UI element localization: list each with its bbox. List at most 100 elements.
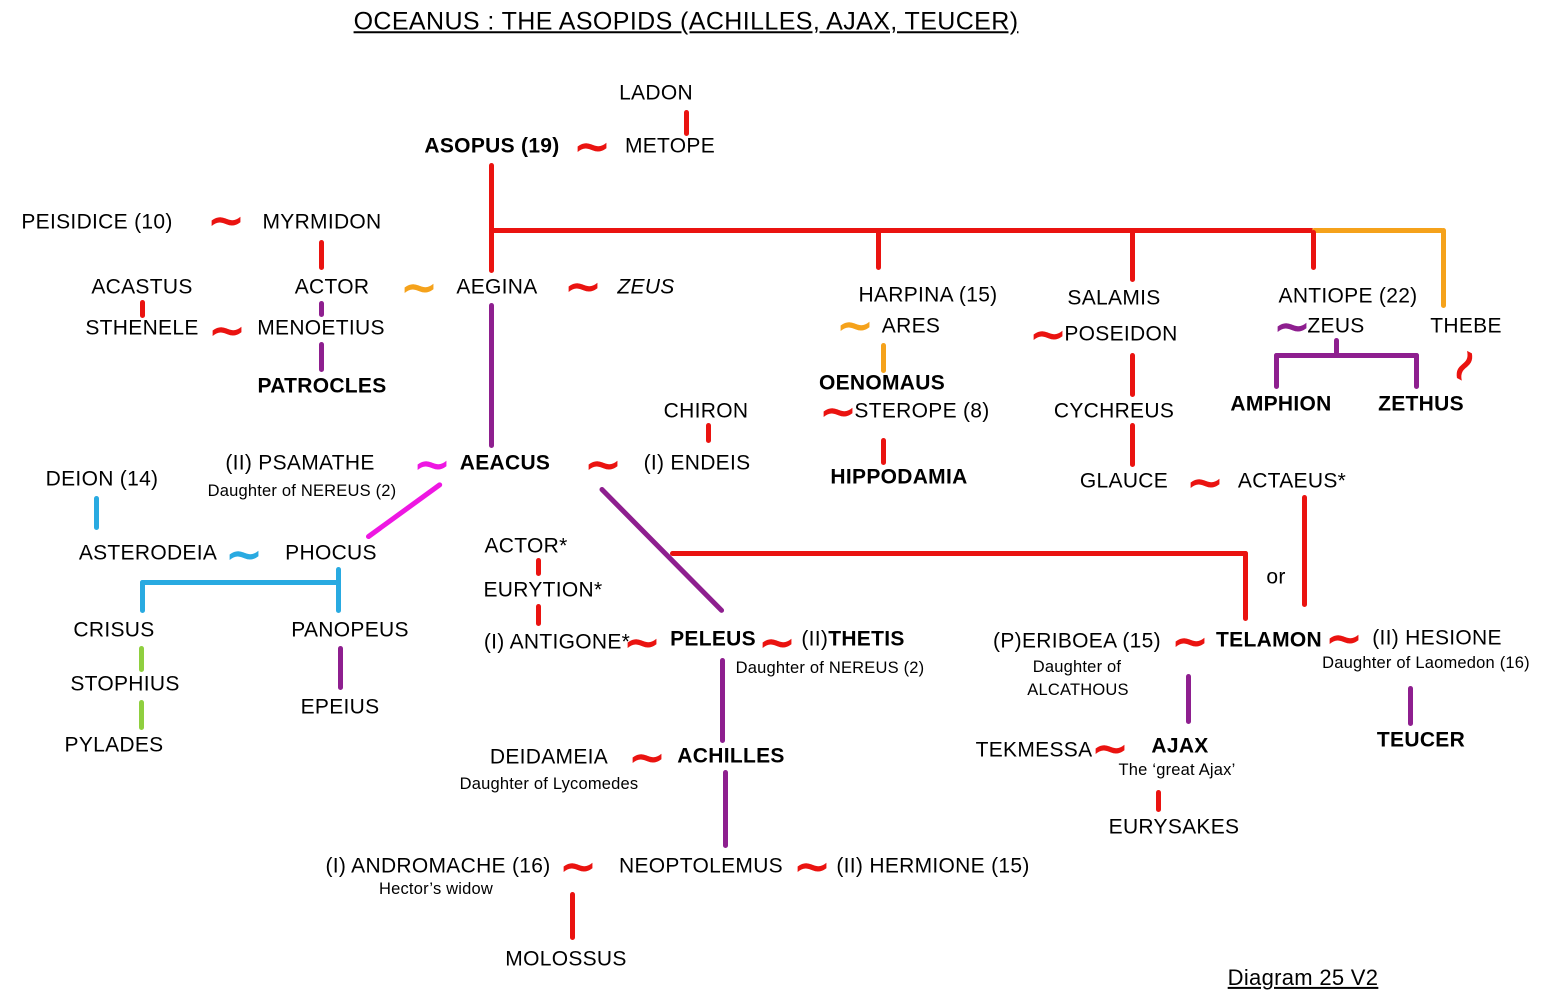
- person-glauce: GLAUCE: [1079, 469, 1169, 493]
- person-eurytion: EURYTION*: [483, 578, 603, 602]
- line-actor-menoetius: [319, 301, 324, 317]
- person-stophius: STOPHIUS: [70, 672, 180, 696]
- person-menoetius: MENOETIUS: [257, 316, 385, 340]
- person-salamis: SALAMIS: [1067, 286, 1161, 310]
- person-ladon: LADON: [619, 81, 693, 105]
- person-peleus: PELEUS: [670, 627, 756, 651]
- line-ares-oenomaus: [881, 343, 886, 373]
- person-andromache: (I) ANDROMACHE (16): [325, 854, 551, 878]
- line-panopeus-epeius: [338, 646, 343, 690]
- line-thebe-drop: [1441, 228, 1446, 308]
- line-acastus-sthenele: [140, 300, 145, 318]
- person-ajax: AJAX: [1151, 734, 1209, 758]
- line-asopus-children-horizontal: [489, 228, 1314, 233]
- note-eriboea-alcathous: ALCATHOUS: [1027, 680, 1129, 699]
- line-ajax-eurysakes: [1156, 790, 1161, 812]
- or-label: or: [1266, 565, 1286, 589]
- line-chiron-endeis: [706, 423, 711, 443]
- person-harpina: HARPINA (15): [858, 283, 998, 307]
- line-zethus-drop: [1414, 353, 1419, 389]
- line-actor2-eurytion: [536, 558, 541, 576]
- note-thetis-daughter-of-nereus: Daughter of NEREUS (2): [735, 658, 925, 677]
- person-patrocles: PATROCLES: [257, 374, 387, 398]
- person-asterodeia: ASTERODEIA: [78, 541, 218, 565]
- line-phocus-down: [336, 567, 341, 613]
- note-hectors-widow: Hector’s widow: [378, 879, 494, 898]
- person-thetis: (II)THETIS: [801, 627, 904, 650]
- person-antigone: (I) ANTIGONE*: [483, 630, 631, 654]
- person-acastus: ACASTUS: [91, 275, 193, 299]
- person-ares: ARES: [881, 314, 941, 338]
- line-phocus-children-horizontal: [140, 580, 340, 585]
- person-zethus: ZETHUS: [1378, 392, 1464, 416]
- person-sterope: STEROPE (8): [854, 399, 990, 423]
- line-telamon-elbow-drop: [1243, 551, 1248, 621]
- person-peisidice: PEISIDICE (10): [21, 210, 173, 234]
- person-metope: METOPE: [624, 134, 716, 158]
- person-neoptolemus: NEOPTOLEMUS: [619, 854, 783, 878]
- person-poseidon: POSEIDON: [1064, 322, 1178, 346]
- thetis-name: THETIS: [828, 627, 905, 651]
- line-andromache-molossus: [570, 892, 575, 940]
- note-deidameia-daughter-of-lycomedes: Daughter of Lycomedes: [459, 774, 639, 793]
- person-myrmidon: MYRMIDON: [262, 210, 382, 234]
- line-eurytion-antigone: [536, 604, 541, 626]
- line-zeus2-stub: [1334, 338, 1339, 355]
- person-telamon: TELAMON: [1216, 628, 1322, 652]
- person-psamathe: (II) PSAMATHE: [225, 451, 375, 475]
- line-menoetius-patrocles: [319, 342, 324, 372]
- thetis-order-prefix: (II): [801, 627, 829, 651]
- line-amphion-drop: [1274, 353, 1279, 389]
- person-hippodamia: HIPPODAMIA: [830, 465, 968, 489]
- line-crisus-stophius: [139, 646, 144, 672]
- line-stophius-pylades: [139, 700, 144, 730]
- person-phocus: PHOCUS: [285, 541, 377, 565]
- person-zeus-2: ZEUS: [1307, 314, 1365, 338]
- person-crisus: CRISUS: [73, 618, 155, 642]
- diagram-version-label: Diagram 25 V2: [1227, 964, 1379, 990]
- person-cychreus: CYCHREUS: [1053, 399, 1175, 423]
- line-deion-asterodeia: [94, 496, 99, 530]
- person-actor: ACTOR: [294, 275, 370, 299]
- line-antiope-drop: [1311, 230, 1316, 270]
- person-thebe: THEBE: [1430, 314, 1502, 338]
- person-achilles: ACHILLES: [677, 744, 785, 768]
- line-telamon-ajax: [1186, 674, 1191, 724]
- line-hesione-teucer: [1408, 686, 1413, 726]
- line-poseidon-cychreus: [1130, 353, 1135, 397]
- note-eriboea-daughter-of: Daughter of: [1032, 657, 1122, 676]
- line-thebe-horizontal: [1312, 228, 1444, 233]
- person-epeius: EPEIUS: [300, 695, 380, 719]
- person-zeus: ZEUS: [617, 275, 675, 299]
- person-molossus: MOLOSSUS: [505, 947, 627, 971]
- person-aegina: AEGINA: [456, 275, 538, 299]
- line-actaeus-telamon: [1302, 495, 1307, 607]
- person-sthenele: STHENELE: [85, 316, 199, 340]
- line-aeacus-telamon-horizontal: [670, 551, 1248, 556]
- note-psamathe-daughter-of-nereus: Daughter of NEREUS (2): [207, 481, 397, 500]
- line-aeacus-peleus-diagonal: [598, 486, 726, 614]
- person-tekmessa: TEKMESSA: [975, 738, 1093, 762]
- page-title: OCEANUS : THE ASOPIDS (ACHILLES, AJAX, T…: [353, 7, 1019, 36]
- line-aegina-aeacus: [489, 303, 494, 448]
- person-chiron: CHIRON: [663, 399, 749, 423]
- person-teucer: TEUCER: [1376, 728, 1466, 752]
- note-hesione-daughter-of-laomedon: Daughter of Laomedon (16): [1322, 653, 1530, 672]
- person-asopus: ASOPUS (19): [424, 134, 560, 158]
- line-harpina-drop: [876, 230, 881, 270]
- line-salamis-drop: [1130, 230, 1135, 282]
- line-myrmidon-actor: [319, 240, 324, 270]
- person-antiope: ANTIOPE (22): [1278, 284, 1418, 308]
- line-zeus2-bracket: [1274, 353, 1419, 358]
- line-achilles-neoptolemus: [723, 770, 728, 848]
- note-great-ajax: The ‘great Ajax’: [1118, 760, 1236, 779]
- person-hesione: (II) HESIONE: [1372, 626, 1502, 650]
- person-pylades: PYLADES: [64, 733, 164, 757]
- person-eriboea: (P)ERIBOEA (15): [993, 629, 1161, 653]
- marriage-tilde-icon-zethus-thebe: ~: [1430, 335, 1496, 395]
- person-oenomaus: OENOMAUS: [818, 371, 946, 395]
- person-deion: DEION (14): [45, 467, 159, 491]
- line-asopus-down: [489, 163, 494, 273]
- line-cychreus-glauce: [1130, 423, 1135, 467]
- person-amphion: AMPHION: [1230, 392, 1332, 416]
